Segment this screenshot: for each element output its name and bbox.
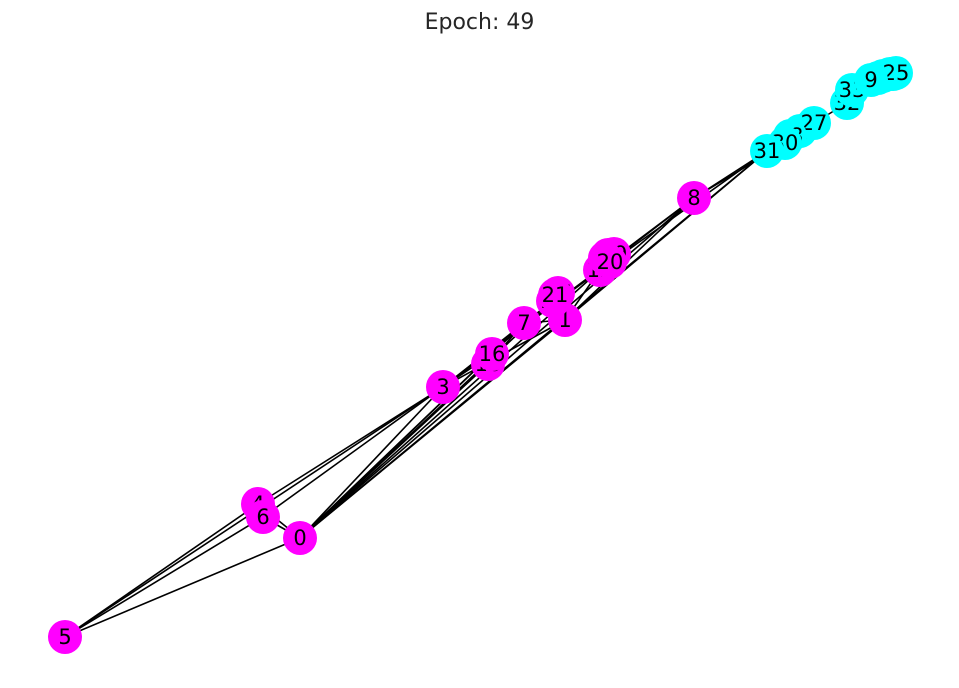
edge-5-0	[64, 537, 301, 638]
nodes-layer: 0134567810111213161719212202627282930313…	[48, 56, 913, 654]
edge-5-6	[64, 516, 264, 638]
edge-0-3	[299, 386, 444, 539]
node-label-0: 0	[293, 526, 306, 550]
node-0: 0	[283, 521, 317, 555]
node-circle-6	[246, 500, 280, 534]
node-3: 3	[426, 370, 460, 404]
chart-title: Epoch: 49	[424, 10, 535, 35]
node-circle-16	[475, 337, 509, 371]
node-circle-5	[48, 620, 82, 654]
node-circle-7	[507, 306, 541, 340]
node-label-8: 8	[687, 186, 700, 210]
node-label-20: 20	[597, 250, 624, 274]
node-circle-8	[677, 181, 711, 215]
node-label-7: 7	[517, 311, 530, 335]
edge-0-13	[299, 300, 554, 539]
node-label-16: 16	[479, 342, 506, 366]
node-8: 8	[677, 181, 711, 215]
node-20: 20	[593, 245, 627, 279]
node-7: 7	[507, 306, 541, 340]
node-circle-3	[426, 370, 460, 404]
node-label-31: 31	[754, 139, 781, 163]
edge-4-3	[257, 386, 444, 505]
node-label-21: 21	[542, 283, 569, 307]
edge-1-31	[564, 150, 768, 321]
node-6: 6	[246, 500, 280, 534]
node-label-3: 3	[436, 375, 449, 399]
node-circle-0	[283, 521, 317, 555]
node-5: 5	[48, 620, 82, 654]
node-9: 9	[854, 63, 888, 97]
node-31: 31	[750, 134, 784, 168]
node-circle-21	[538, 278, 572, 312]
edge-6-3	[262, 386, 444, 518]
node-circle-9	[854, 63, 888, 97]
node-circle-31	[750, 134, 784, 168]
node-label-6: 6	[256, 505, 269, 529]
node-label-5: 5	[58, 625, 71, 649]
node-16: 16	[475, 337, 509, 371]
node-label-9: 9	[864, 68, 877, 92]
node-21: 21	[538, 278, 572, 312]
node-circle-20	[593, 245, 627, 279]
